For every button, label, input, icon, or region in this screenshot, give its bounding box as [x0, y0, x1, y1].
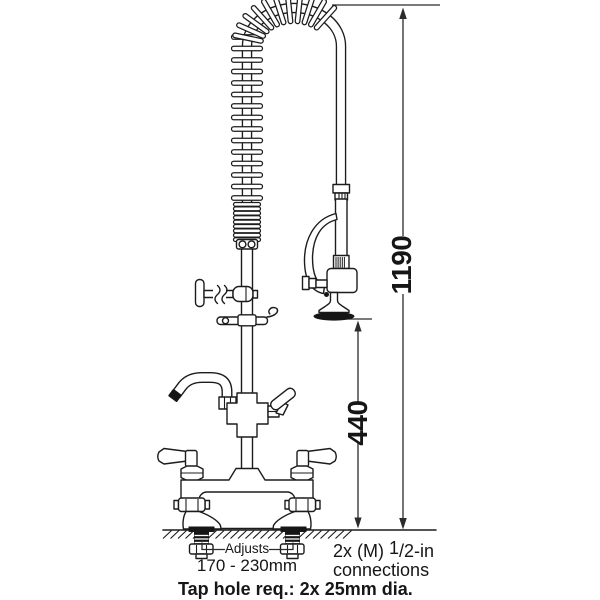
hose-hook [216, 306, 279, 327]
wall-bracket [194, 278, 259, 308]
hose-spring-coils [230, 0, 338, 201]
right-shank [279, 526, 307, 560]
leader-adjusts-left [201, 542, 225, 551]
dim-line-1190 [399, 7, 407, 530]
base-right-foot [272, 510, 312, 530]
base-right-nut [284, 497, 321, 513]
dim-line-440 [346, 318, 372, 529]
bracket-clamp [232, 285, 254, 303]
addon-handle [270, 387, 296, 411]
base-assembly [157, 447, 337, 530]
leader-adjusts-right [269, 542, 294, 551]
hose-collar [332, 183, 351, 194]
valve-side-fitting [301, 275, 310, 291]
addon-body [226, 392, 269, 438]
base-left-foot [182, 510, 222, 530]
t-handle [194, 278, 205, 308]
lever-pivot [324, 292, 329, 297]
base-left-handle [157, 447, 204, 482]
break-symbol [214, 284, 221, 305]
addon-faucet [168, 372, 296, 438]
flexible-hose [230, 0, 347, 250]
spray-nozzle [318, 291, 350, 314]
spray-lever [303, 212, 338, 295]
grip-ribs [335, 257, 345, 268]
left-shank [188, 526, 215, 560]
spray-face [313, 312, 355, 321]
hook-clamp [237, 314, 257, 327]
base-left-nut [173, 497, 211, 513]
base-right-handle [290, 447, 337, 482]
spray-valve-assembly [301, 183, 358, 321]
hose-spring-tight-coils [232, 201, 262, 243]
spout-aerator [168, 388, 182, 403]
valve-body [326, 267, 358, 294]
dimension-lines [332, 4, 440, 530]
valve-sleeve [334, 198, 348, 258]
